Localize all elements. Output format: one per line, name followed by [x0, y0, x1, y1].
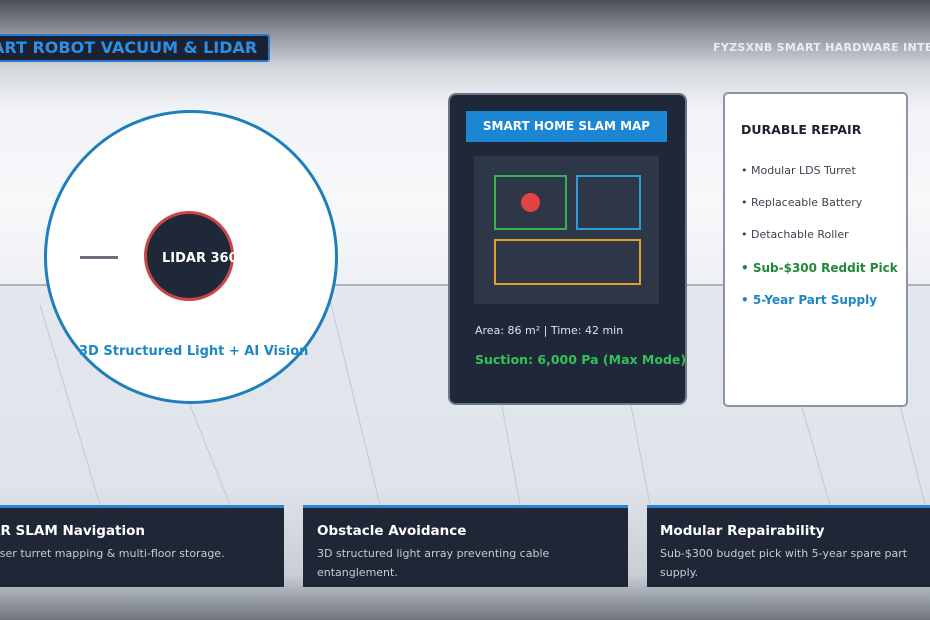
map-room-2	[576, 175, 641, 230]
feature-card-slam: AR SLAM Navigation laser turret mapping …	[0, 505, 284, 587]
repair-item: • Replaceable Battery	[741, 196, 863, 209]
page-title-banner: ART ROBOT VACUUM & LIDAR	[0, 34, 270, 62]
repair-panel-title: DURABLE REPAIR	[741, 122, 862, 137]
lidar-hub	[144, 211, 234, 301]
map-room-1	[494, 175, 567, 230]
feature-card-title: Obstacle Avoidance	[317, 523, 467, 539]
durable-repair-panel	[723, 92, 908, 407]
brand-label: FYZSXNB SMART HARDWARE INTELLIC	[713, 41, 930, 54]
feature-card-desc: 3D structured light array preventing cab…	[317, 547, 550, 579]
repair-item-highlight: • Sub-$300 Reddit Pick	[741, 261, 898, 275]
feature-card-desc: Sub-$300 budget pick with 5-year spare p…	[660, 547, 908, 579]
floor-perspective-lines	[39, 299, 926, 506]
dash-indicator	[80, 256, 118, 259]
robot-position-marker	[521, 193, 540, 212]
lidar-caption: 3D Structured Light + AI Vision	[79, 344, 309, 359]
repair-item-highlight: • 5-Year Part Supply	[741, 293, 878, 307]
feature-card-repair: Modular Repairability Sub-$300 budget pi…	[647, 505, 930, 587]
feature-card-title: Modular Repairability	[660, 523, 825, 539]
map-room-3	[494, 239, 641, 285]
feature-card-title: AR SLAM Navigation	[0, 523, 146, 539]
repair-item: • Modular LDS Turret	[741, 164, 856, 177]
slam-map-title: SMART HOME SLAM MAP	[466, 111, 667, 142]
feature-card-obstacle: Obstacle Avoidance 3D structured light a…	[303, 505, 628, 587]
cleaning-stats: Area: 86 m² | Time: 42 min	[475, 324, 624, 337]
suction-readout: Suction: 6,000 Pa (Max Mode)	[475, 352, 687, 367]
feature-card-desc: laser turret mapping & multi-floor stora…	[0, 547, 225, 560]
repair-item: • Detachable Roller	[741, 228, 849, 241]
lidar-hub-label: LIDAR 360°	[162, 251, 245, 266]
